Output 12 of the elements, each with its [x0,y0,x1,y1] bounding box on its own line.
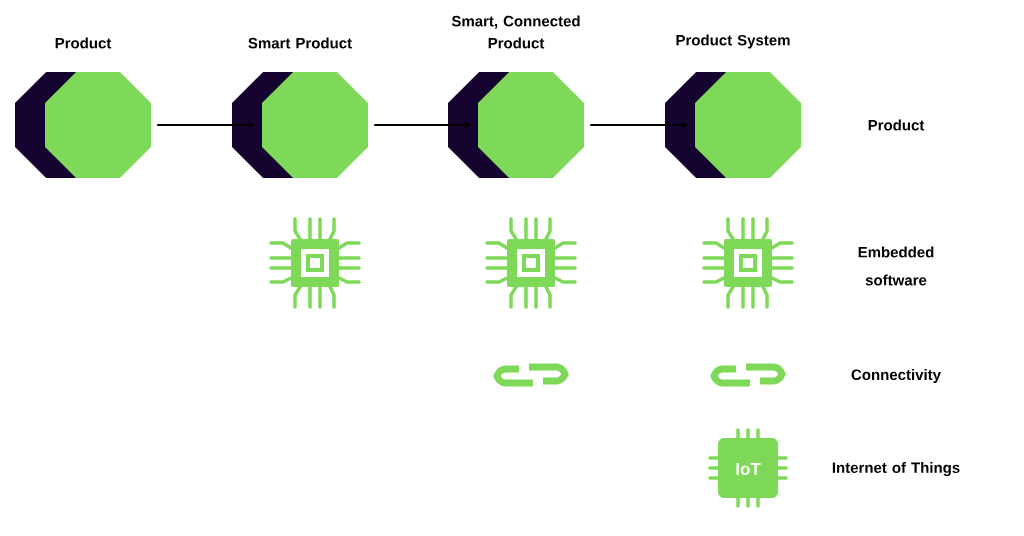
node-label: Smart, Connected Product [451,15,580,49]
node-label: Product [55,37,112,49]
node-label: Product System [676,34,790,49]
row-label: Internet of Things [832,462,960,477]
row-label: Product [868,119,925,131]
row-label: Connectivity [851,369,941,383]
node-label: Smart Product [248,37,352,49]
row-label: Embedded software [858,246,934,286]
octagon-node: Smart Product [232,37,368,178]
octagon-node: Product [15,37,151,178]
octagon-node: Smart, Connected Product [448,15,584,178]
octagon-node: Product System [665,34,801,178]
